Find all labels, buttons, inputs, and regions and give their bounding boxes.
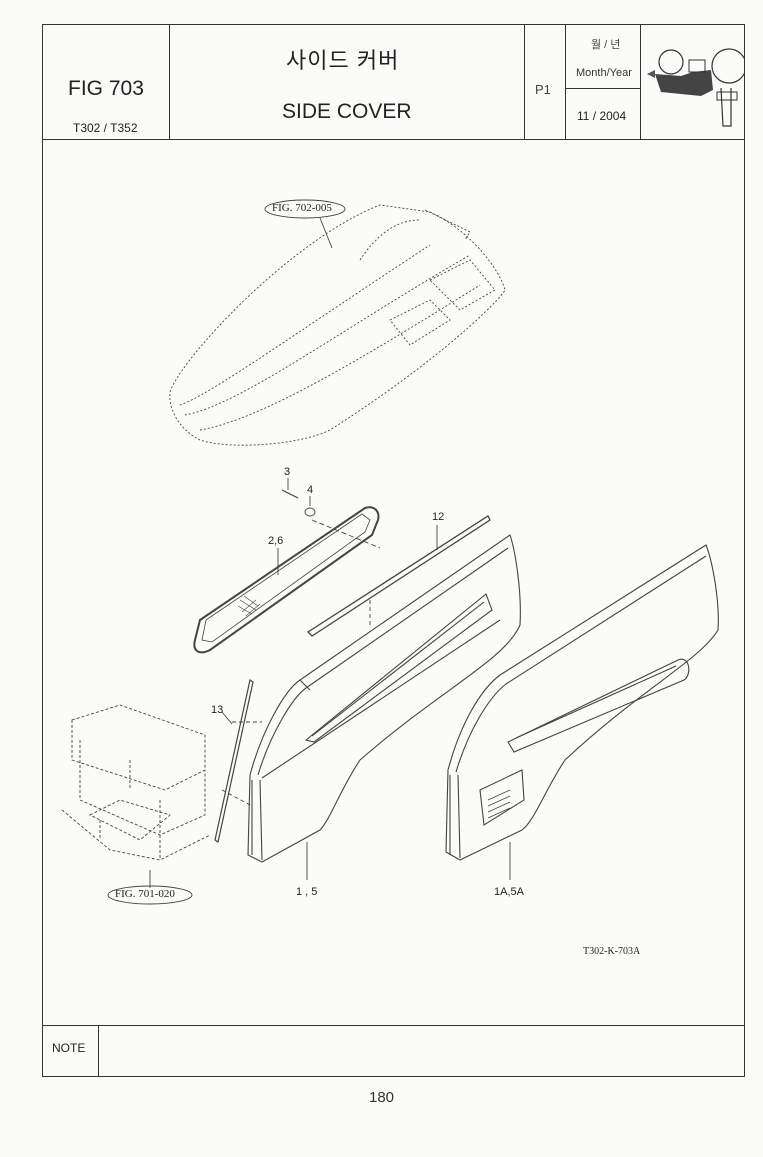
header-divider [524,25,525,139]
side-cover-left [247,534,521,863]
page-label: P1 [535,82,551,97]
date-label-english: Month/Year [576,67,632,79]
callout-4: 4 [307,484,314,496]
fig-label: FIG 703 [68,77,144,100]
callout-1a-5a: 1A,5A [494,886,524,898]
tractor-thumbnail-icon [647,48,745,127]
callout-2-6: 2,6 [268,535,284,547]
model-label: T302 / T352 [73,121,138,135]
note-label: NOTE [52,1041,86,1055]
fig-701-ref-bubble [107,885,193,905]
callout-12: 12 [432,511,445,523]
side-cover-right [445,544,719,861]
date-label-korean: 월 / 년 [591,39,621,51]
fig-702-ref-bubble [264,199,346,219]
page-frame: FIG 703 T302 / T352 사이드 커버 SIDE COVER P1… [42,24,745,1077]
page-number: 180 [368,1089,395,1106]
note-top-line [43,1025,744,1026]
header-divider [169,25,170,139]
header-divider [565,25,566,139]
header-divider [640,25,641,139]
title-korean: 사이드 커버 [286,48,400,73]
callout-13: 13 [211,704,224,716]
note-divider [98,1025,99,1076]
fig-702-ref: FIG. 702-005 [272,202,332,214]
callout-3: 3 [284,466,291,478]
date-value: 11 / 2004 [577,109,627,123]
hood-outline [169,204,506,446]
frame-reference [61,704,211,861]
date-divider [565,88,640,89]
callout-1-5: 1 , 5 [296,886,318,898]
part-gasket [193,506,380,654]
header-bottom-line [43,139,744,140]
title-english: SIDE COVER [282,100,412,123]
fig-701-ref: FIG. 701-020 [115,888,175,900]
drawing-id: T302-K-703A [583,946,641,957]
